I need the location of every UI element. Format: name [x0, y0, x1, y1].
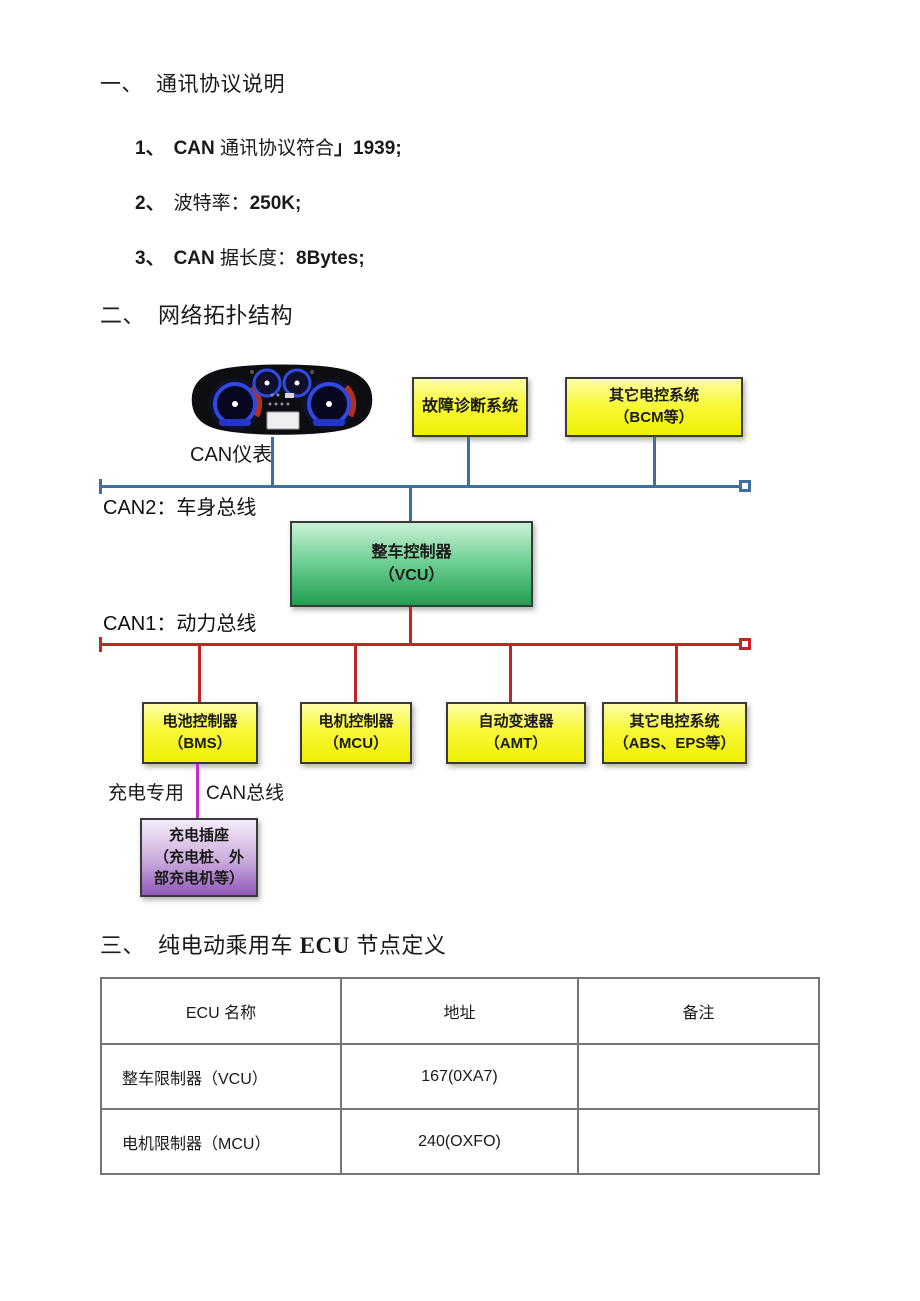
node-charging-socket: 充电插座 （充电桩、外 部充电机等） [140, 818, 258, 897]
row2-ecu-name: 电机限制器（MCU） [100, 1108, 342, 1175]
header-address: 地址 [340, 977, 579, 1045]
section1-title: 通讯协议说明 [156, 73, 285, 96]
item2-value: 250K; [249, 193, 302, 214]
can2-bus-line [100, 485, 742, 488]
node-bcm-line1: 其它电控系统 [608, 387, 699, 405]
connector-bcm-can2 [653, 437, 656, 485]
connector-vcu-can1 [409, 607, 412, 643]
item2-number: 2、 [135, 193, 165, 214]
connector-diagnosis-can2 [467, 437, 470, 485]
connector-cluster-can2 [271, 437, 274, 485]
item1-text: 通讯协议符合 [220, 138, 335, 159]
connector-can1-bms [198, 646, 201, 702]
table-row: 整车限制器（VCU） 167(0XA7) [100, 1043, 820, 1110]
connector-can2-vcu [409, 488, 412, 521]
section3-title-latin: ECU [299, 933, 350, 958]
header-ecu-name: ECU 名称 [100, 977, 342, 1045]
node-amt: 自动变速器 （AMT） [446, 702, 586, 764]
connector-can1-abs [675, 646, 678, 702]
node-bms: 电池控制器 （BMS） [142, 702, 258, 764]
protocol-item-2: 2、波特率：250K; [135, 188, 301, 215]
item1-value: 」1939; [334, 138, 402, 159]
node-diagnosis-system: 故障诊断系统 [412, 377, 528, 437]
node-bcm-line2: （BCM等） [614, 409, 694, 426]
item1-number: 1、 [135, 138, 165, 159]
charge-bus-label-right: CAN总线 [206, 783, 285, 804]
connector-can1-amt [509, 646, 512, 702]
connector-bms-charger [196, 764, 199, 818]
can1-left-endcap-icon [99, 637, 102, 652]
item3-value: 8Bytes; [296, 248, 365, 269]
node-abs-line1: 其它电控系统 [629, 713, 720, 731]
item3-latin: CAN [173, 248, 221, 269]
section3-number: 三、 [100, 933, 146, 958]
can2-terminator-icon [739, 480, 751, 492]
node-bms-line2: （BMS） [168, 735, 232, 752]
row1-address: 167(0XA7) [340, 1043, 579, 1110]
node-amt-line1: 自动变速器 [478, 713, 554, 731]
node-mcu-line1: 电机控制器 [318, 713, 394, 731]
table-header-row: ECU 名称 地址 备注 [100, 977, 820, 1045]
can1-terminator-icon [739, 638, 751, 650]
section2-title: 网络拓扑结构 [158, 303, 294, 328]
section1-heading: 一、通讯协议说明 [100, 68, 285, 98]
instrument-cluster-image [191, 364, 373, 435]
section1-number: 一、 [100, 73, 143, 96]
table-row: 电机限制器（MCU） 240(OXFO) [100, 1108, 820, 1175]
node-mcu: 电机控制器 （MCU） [300, 702, 412, 764]
ecu-node-table: ECU 名称 地址 备注 整车限制器（VCU） 167(0XA7) 电机限制器（… [100, 977, 820, 1175]
can1-bus-line [100, 643, 742, 646]
row2-address: 240(OXFO) [340, 1108, 579, 1175]
node-bcm-system: 其它电控系统 （BCM等） [565, 377, 743, 437]
node-charger-line3: 部充电机等） [153, 870, 244, 888]
header-note: 备注 [577, 977, 820, 1045]
row2-note [577, 1108, 820, 1175]
node-vcu-line1: 整车控制器 [371, 543, 452, 561]
node-vcu: 整车控制器 （VCU） [290, 521, 533, 607]
item2-text: 波特率： [173, 193, 250, 214]
node-vcu-line2: （VCU） [378, 567, 445, 584]
row1-ecu-name: 整车限制器（VCU） [100, 1043, 342, 1110]
can2-bus-label: CAN2：车身总线 [103, 497, 257, 519]
node-bms-line1: 电池控制器 [162, 713, 238, 731]
cluster-label: CAN仪表 [190, 444, 273, 466]
node-amt-line2: （AMT） [484, 735, 548, 752]
charge-bus-label-left: 充电专用 [108, 783, 185, 804]
row1-note [577, 1043, 820, 1110]
item3-text: 据长度： [220, 248, 297, 269]
can2-left-endcap-icon [99, 479, 102, 494]
protocol-item-1: 1、 CAN 通讯协议符合」1939; [135, 133, 402, 160]
node-diagnosis-label: 故障诊断系统 [421, 398, 518, 416]
node-charger-line1: 充电插座 [168, 826, 229, 844]
item3-number: 3、 [135, 248, 165, 269]
connector-can1-mcu [354, 646, 357, 702]
section2-heading: 二、网络拓扑结构 [100, 298, 293, 330]
section3-title-cn: 纯电动乘用车 [158, 933, 300, 958]
node-mcu-line2: （MCU） [323, 735, 389, 752]
section2-number: 二、 [100, 303, 146, 328]
node-abs-eps: 其它电控系统 （ABS、EPS等） [602, 702, 747, 764]
can1-bus-label: CAN1：动力总线 [103, 613, 257, 635]
protocol-item-3: 3、 CAN 据长度：8Bytes; [135, 243, 365, 270]
item1-latin: CAN [173, 138, 221, 159]
node-charger-line2: （充电桩、外 [153, 848, 244, 866]
section3-title-tail: 节点定义 [349, 933, 447, 958]
section3-heading: 三、纯电动乘用车 ECU 节点定义 [100, 928, 446, 960]
node-abs-line2: （ABS、EPS等） [613, 735, 736, 752]
